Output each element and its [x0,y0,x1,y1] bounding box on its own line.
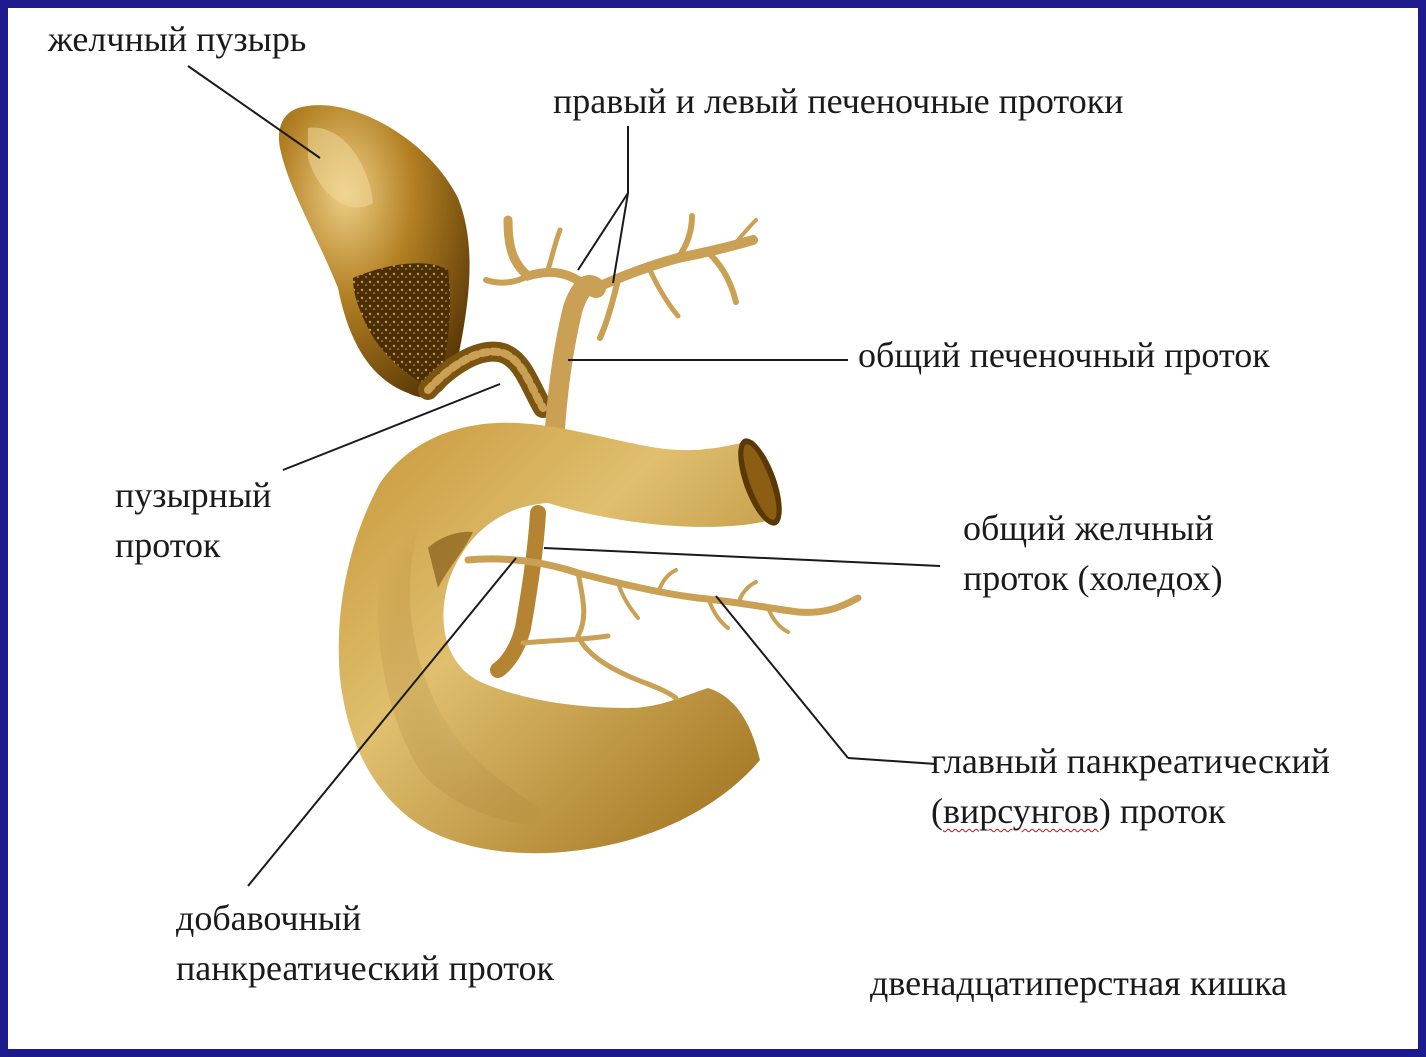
label-accessory-pancreatic-line2: панкреатический проток [176,943,554,993]
slide: желчный пузырь правый и левый печеночные… [8,8,1418,1049]
label-cystic-duct-line2: проток [115,520,271,570]
label-cystic-duct-line1: пузырный [115,470,271,520]
label-gallbladder: желчный пузырь [48,14,306,64]
label-accessory-pancreatic-line1: добавочный [176,893,554,943]
label-main-pancreatic-open: ( [931,791,943,831]
label-duodenum: двенадцатиперстная кишка [870,958,1287,1008]
label-main-pancreatic-line1: главный панкреатический [931,736,1330,786]
label-accessory-pancreatic-duct: добавочный панкреатический проток [176,893,554,993]
label-common-bile-duct-line1: общий желчный [963,503,1223,553]
label-hepatic-ducts: правый и левый печеночные протоки [553,76,1123,126]
label-main-pancreatic-line2: (вирсунгов) проток [931,786,1330,836]
label-common-bile-duct: общий желчный проток (холедох) [963,503,1223,603]
label-common-hepatic-duct: общий печеночный проток [858,330,1270,380]
common-bile-duct-shape [498,513,538,670]
label-main-pancreatic-name: вирсунгов [943,791,1099,831]
label-common-bile-duct-line2: проток (холедох) [963,553,1223,603]
label-cystic-duct: пузырный проток [115,470,271,570]
label-main-pancreatic-close: ) проток [1099,791,1226,831]
label-main-pancreatic-duct: главный панкреатический (вирсунгов) прот… [931,736,1330,836]
